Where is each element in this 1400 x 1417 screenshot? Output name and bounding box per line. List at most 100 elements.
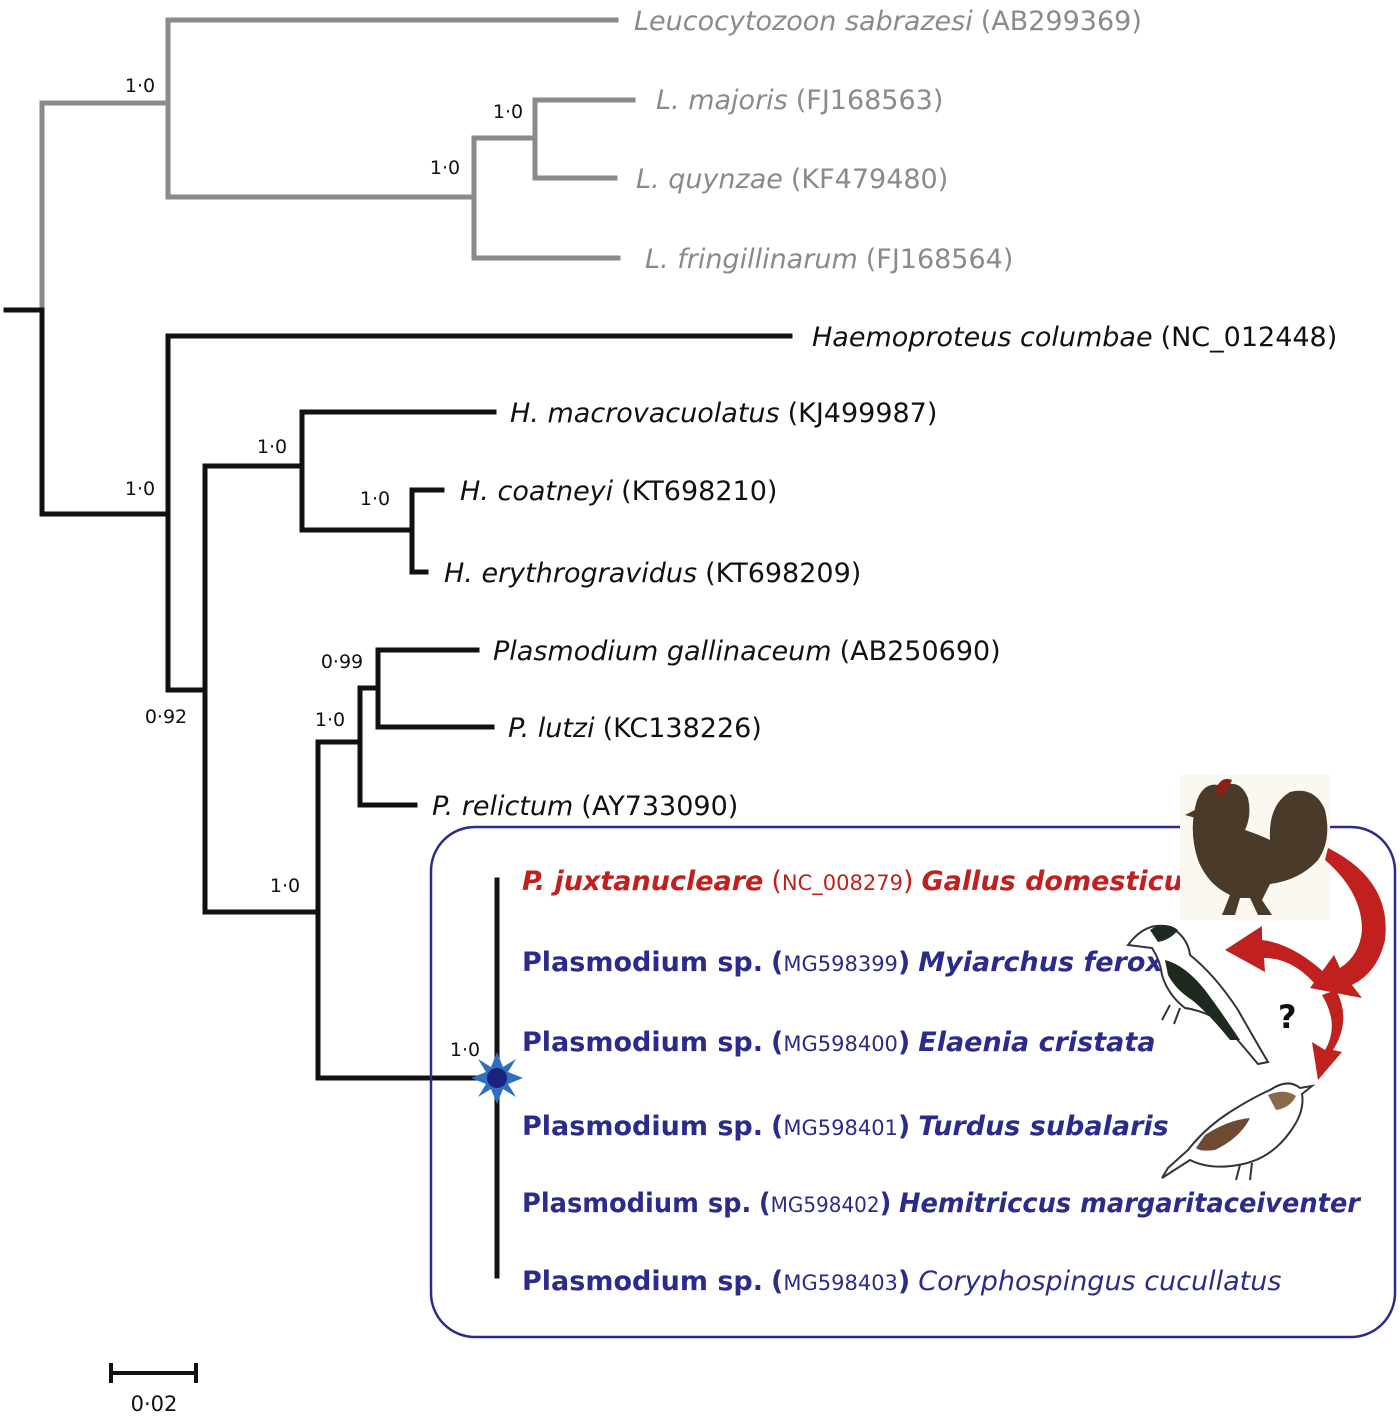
host-name: Gallus domesticus [922, 866, 1199, 897]
taxon-name: Haemoproteus columbae [812, 322, 1153, 353]
small-bird-icon [1161, 1082, 1316, 1181]
taxon-name: Plasmodium sp. [522, 947, 763, 978]
taxon-name: L. fringillinarum [645, 244, 858, 275]
accession: (FJ168564) [866, 244, 1014, 275]
tip-label: Plasmodium gallinaceum (AB250690) [493, 636, 1001, 667]
tip-label: Leucocytozoon sabrazesi (AB299369) [634, 6, 1142, 37]
accession-open: ( [771, 1266, 783, 1297]
tip-label: L. majoris (FJ168563) [656, 85, 943, 116]
arrow-icon [1225, 926, 1330, 990]
accession: (KC138226) [603, 713, 762, 744]
arrow-icon [1312, 990, 1344, 1080]
accession: (KT698209) [705, 558, 861, 589]
host-name: Turdus subalaris [918, 1111, 1168, 1142]
accession: (KF479480) [791, 164, 948, 195]
taxon-name: H. macrovacuolatus [510, 398, 780, 429]
support-juxtanucleare: 1·0 [450, 1039, 480, 1061]
support-hcoa-hery: 1·0 [360, 488, 390, 510]
accession: (AB250690) [840, 636, 1001, 667]
accession-open: ( [771, 1027, 783, 1058]
accession: MG598399 [783, 952, 898, 976]
scale-bar-label: 0·02 [131, 1392, 178, 1416]
branch-root-main [39, 307, 171, 517]
taxon-name: Plasmodium gallinaceum [493, 636, 832, 667]
transmission-arrows [1225, 848, 1386, 1080]
accession-close: ) [880, 1188, 892, 1219]
accession: (AY733090) [581, 791, 738, 822]
tip-label: L. quynzae (KF479480) [636, 164, 948, 195]
accession: NC_008279 [782, 871, 903, 896]
accession-close: ) [898, 1111, 910, 1142]
taxon-name: H. erythrogravidus [444, 558, 697, 589]
host-name: Elaenia cristata [918, 1027, 1155, 1058]
highlight-box [429, 825, 1397, 1339]
accession: (NC_012448) [1161, 322, 1338, 353]
accession: (FJ168563) [796, 85, 944, 116]
accession: MG598402 [771, 1193, 880, 1217]
taxon-name: H. coatneyi [460, 476, 614, 507]
taxon-name: P. juxtanucleare [522, 866, 763, 897]
branch-root-leu [39, 100, 171, 313]
host-name: Coryphospingus cucullatus [918, 1266, 1281, 1297]
taxon-name: L. majoris [656, 85, 788, 116]
tip-label: Plasmodium sp. (MG598402)Hemitriccus marg… [522, 1188, 1362, 1219]
tip-label: Haemoproteus columbae (NC_012448) [812, 322, 1337, 353]
tip-label: Plasmodium sp. (MG598400) Elaenia cristata [522, 1027, 1156, 1058]
tip-label: P. lutzi (KC138226) [508, 713, 762, 744]
accession-close: ) [898, 1266, 910, 1297]
arrow-icon [1310, 848, 1386, 998]
leucocytozoon-branches [39, 17, 636, 313]
support-values: 1·0 1·0 1·0 1·0 1·0 1·0 0·92 1·0 1·0 0·9… [125, 75, 523, 1061]
tip-label: H. erythrogravidus (KT698209) [444, 558, 861, 589]
taxon-name: P. relictum [432, 791, 573, 822]
tip-labels-highlight: P. juxtanucleare(NC_008279)Gallus domest… [522, 866, 1362, 1297]
support-hmac-plasmo: 0·92 [145, 706, 187, 728]
main-branches [3, 307, 793, 1279]
taxon-name: Plasmodium sp. [522, 1111, 763, 1142]
support-lfri-group: 1·0 [430, 157, 460, 179]
tip-label: L. fringillinarum (FJ168564) [645, 244, 1013, 275]
tip-label: Plasmodium sp. (MG598403) Coryphospingus c… [522, 1266, 1281, 1297]
accession: (AB299369) [981, 6, 1142, 37]
accession: (KT698210) [621, 476, 777, 507]
taxon-name: L. quynzae [636, 164, 783, 195]
accession-close: ) [898, 947, 910, 978]
taxon-name: P. lutzi [508, 713, 595, 744]
support-haemoproteus: 1·0 [257, 436, 287, 458]
accession-open: ( [771, 866, 782, 897]
support-lmaj-lquy: 1·0 [493, 101, 523, 123]
host-name: Hemitriccus margaritaceiventer [899, 1188, 1362, 1219]
accession: MG598403 [783, 1271, 898, 1295]
accession-open: ( [771, 947, 783, 978]
accession: MG598400 [783, 1032, 898, 1056]
taxon-name: Plasmodium sp. [522, 1188, 751, 1219]
scale-bar: 0·02 [109, 1363, 198, 1416]
support-haemo-plasmo: 1·0 [125, 478, 155, 500]
rooster-icon [1180, 775, 1330, 920]
tip-labels-leucocytozoon: Leucocytozoon sabrazesi (AB299369) L. maj… [634, 6, 1142, 275]
taxon-name: Plasmodium sp. [522, 1027, 763, 1058]
support-pgal-group: 1·0 [315, 709, 345, 731]
support-pgal-plut: 0·99 [321, 651, 363, 673]
star-node-icon [471, 1052, 523, 1104]
support-plasmodium: 1·0 [270, 875, 300, 897]
accession-close: ) [898, 1027, 910, 1058]
accession-open: ( [771, 1111, 783, 1142]
accession-open: ( [759, 1188, 771, 1219]
tip-label: H. coatneyi(KT698210) [460, 476, 777, 507]
accession-close: ) [903, 866, 914, 897]
tip-labels-black: Haemoproteus columbae (NC_012448) H. macr… [432, 322, 1337, 822]
accession: (KJ499987) [788, 398, 938, 429]
flycatcher-icon [1126, 924, 1270, 1066]
taxon-name: Leucocytozoon sabrazesi [634, 6, 973, 37]
tip-label: Plasmodium sp. (MG598401) Turdus subalaris [522, 1111, 1169, 1142]
taxon-name: Plasmodium sp. [522, 1266, 763, 1297]
tip-label: P. relictum (AY733090) [432, 791, 738, 822]
tip-label: Plasmodium sp.(MG598399)Myiarchus ferox [522, 947, 1164, 978]
accession: MG598401 [783, 1116, 898, 1140]
tip-label: H. macrovacuolatus (KJ499987) [510, 398, 937, 429]
support-leucocytozoon: 1·0 [125, 75, 155, 97]
question-mark: ? [1278, 998, 1297, 1036]
tip-label: P. juxtanucleare (NC_008279) Gallus domest… [522, 866, 1199, 897]
